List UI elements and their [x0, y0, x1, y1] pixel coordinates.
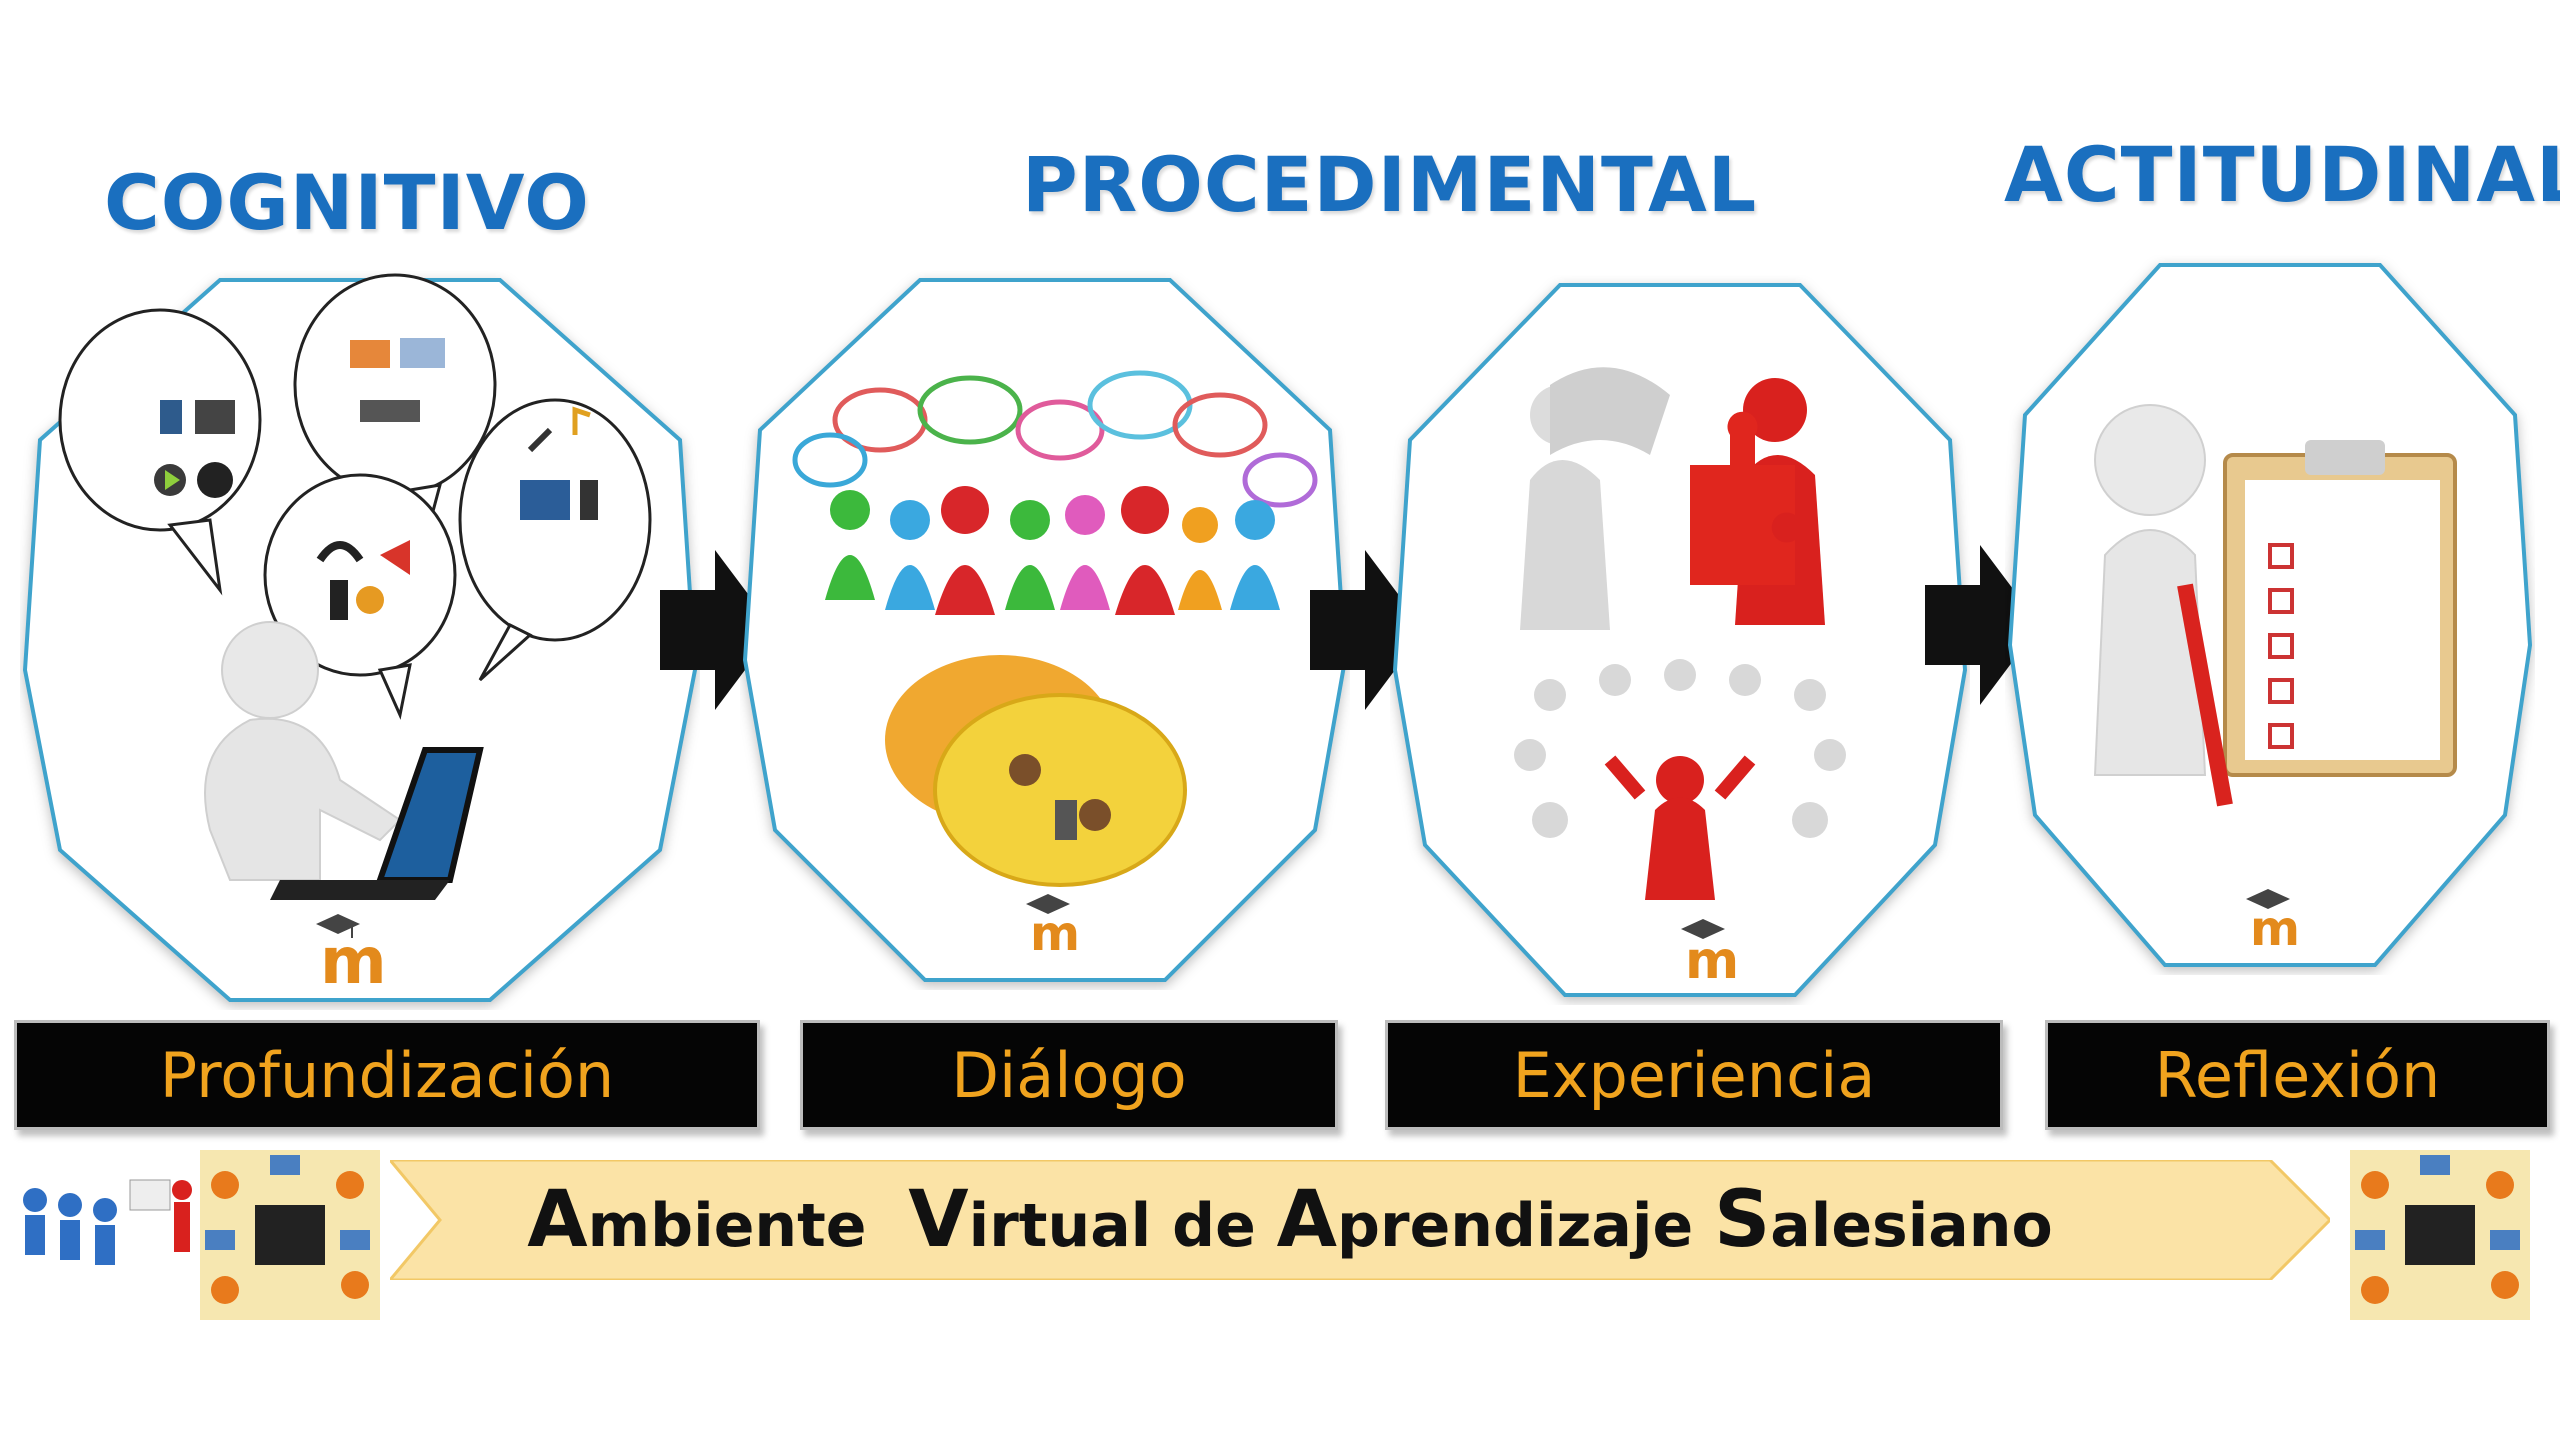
heading-cognitivo: COGNITIVO	[104, 158, 590, 247]
octagon-frame	[742, 278, 1348, 982]
heading-actitudinal: ACTITUDINAL	[2004, 130, 2560, 219]
moodle-logo: m	[2246, 889, 2300, 953]
network-computers-icon	[2350, 1150, 2530, 1320]
label-reflexion: Reflexión	[2045, 1020, 2550, 1130]
banner-arrow	[390, 1160, 2330, 1280]
student-laptop-media-bubbles-icon	[58, 273, 652, 900]
puzzle-teamwork-icon	[1514, 367, 1846, 900]
banner-word: Salesiano	[1714, 1175, 2053, 1265]
label-text: Reflexión	[2154, 1038, 2441, 1112]
classroom-people-icon	[23, 1179, 192, 1265]
arrow-right-icon	[1310, 550, 1425, 710]
moodle-logo: m	[1026, 894, 1080, 958]
label-experiencia: Experiencia	[1385, 1020, 2003, 1130]
stage-profundizacion: m	[20, 270, 700, 1010]
banner-title: Ambiente Virtual de Aprendizaje Salesian…	[390, 1160, 2190, 1280]
banner-word: Ambiente	[527, 1175, 867, 1265]
banner-word: Aprendizaje	[1276, 1175, 1694, 1265]
arrow-right-icon	[660, 550, 775, 710]
label-text: Profundización	[159, 1038, 615, 1112]
label-text: Experiencia	[1512, 1038, 1876, 1112]
network-computers-icon	[200, 1150, 380, 1320]
moodle-logo: m	[1681, 919, 1739, 987]
people-speech-bubbles-chat-icon	[792, 370, 1318, 887]
stage-reflexion: m	[2005, 255, 2535, 975]
arrow-right-icon	[1925, 545, 2040, 705]
stage-experiencia: m	[1390, 275, 1970, 1005]
person-checklist-clipboard-icon	[2093, 404, 2457, 807]
stage-dialogo: m	[740, 270, 1350, 990]
label-dialogo: Diálogo	[800, 1020, 1338, 1130]
moodle-logo: m	[316, 914, 387, 994]
banner-word: Virtual de	[908, 1175, 1256, 1265]
label-profundizacion: Profundización	[14, 1020, 760, 1130]
heading-procedimental: PROCEDIMENTAL	[1022, 140, 1758, 229]
label-text: Diálogo	[951, 1038, 1187, 1112]
